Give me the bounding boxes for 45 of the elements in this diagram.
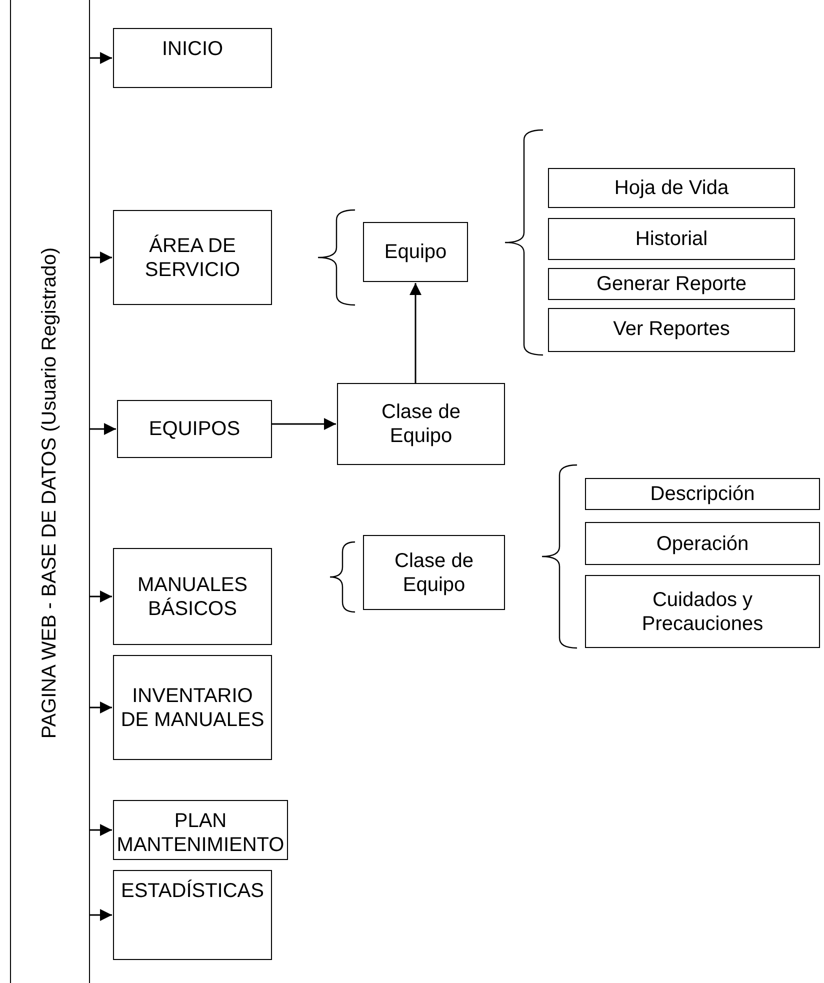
box-label: EQUIPOS (148, 417, 240, 441)
box-label: ÁREA DE SERVICIO (144, 234, 242, 282)
menu-box (548, 308, 795, 352)
menu-box (363, 222, 468, 282)
box-label: Hoja de Vida (614, 176, 729, 200)
menu-box (585, 478, 820, 510)
column-title: PAGINA WEB - BASE DE DATOS (Usuario Registrado) (38, 247, 62, 739)
menu-box (113, 800, 288, 860)
arrow (90, 824, 112, 836)
box-label: Clase de Equipo (380, 400, 462, 448)
menu-box (113, 210, 272, 305)
box-label: Operación (656, 532, 749, 556)
arrow (90, 423, 116, 435)
box-label: Generar Reporte (596, 272, 747, 296)
box-label: Descripción (650, 482, 755, 506)
box-label: PLAN MANTENIMIENTO (116, 809, 284, 857)
arrow (90, 590, 112, 602)
box-label: Clase de Equipo (394, 548, 474, 596)
box-label: INICIO (162, 37, 224, 61)
arrow (90, 52, 112, 64)
arrow (90, 252, 112, 264)
menu-box (548, 268, 795, 300)
menu-box (113, 548, 272, 645)
menu-box (548, 218, 795, 260)
box-label: Ver Reportes (613, 317, 730, 341)
box-label: MANUALES BÁSICOS (136, 572, 249, 620)
box-label: Equipo (384, 240, 447, 264)
menu-box (585, 575, 820, 648)
menu-box (113, 870, 272, 960)
arrow (272, 418, 336, 430)
menu-box (113, 655, 272, 760)
menu-box (548, 168, 795, 208)
menu-box (337, 383, 505, 465)
menu-box (363, 535, 505, 610)
menu-box (585, 522, 820, 565)
box-label: ESTADÍSTICAS (121, 879, 264, 903)
box-label: Historial (635, 227, 708, 251)
box-label: INVENTARIO DE MANUALES (120, 684, 265, 732)
page-column (10, 0, 90, 983)
box-label: Cuidados y Precauciones (640, 588, 764, 636)
menu-box (117, 400, 272, 458)
arrow (90, 702, 112, 714)
menu-box (113, 28, 272, 88)
arrow (90, 909, 112, 921)
arrow (410, 283, 422, 383)
